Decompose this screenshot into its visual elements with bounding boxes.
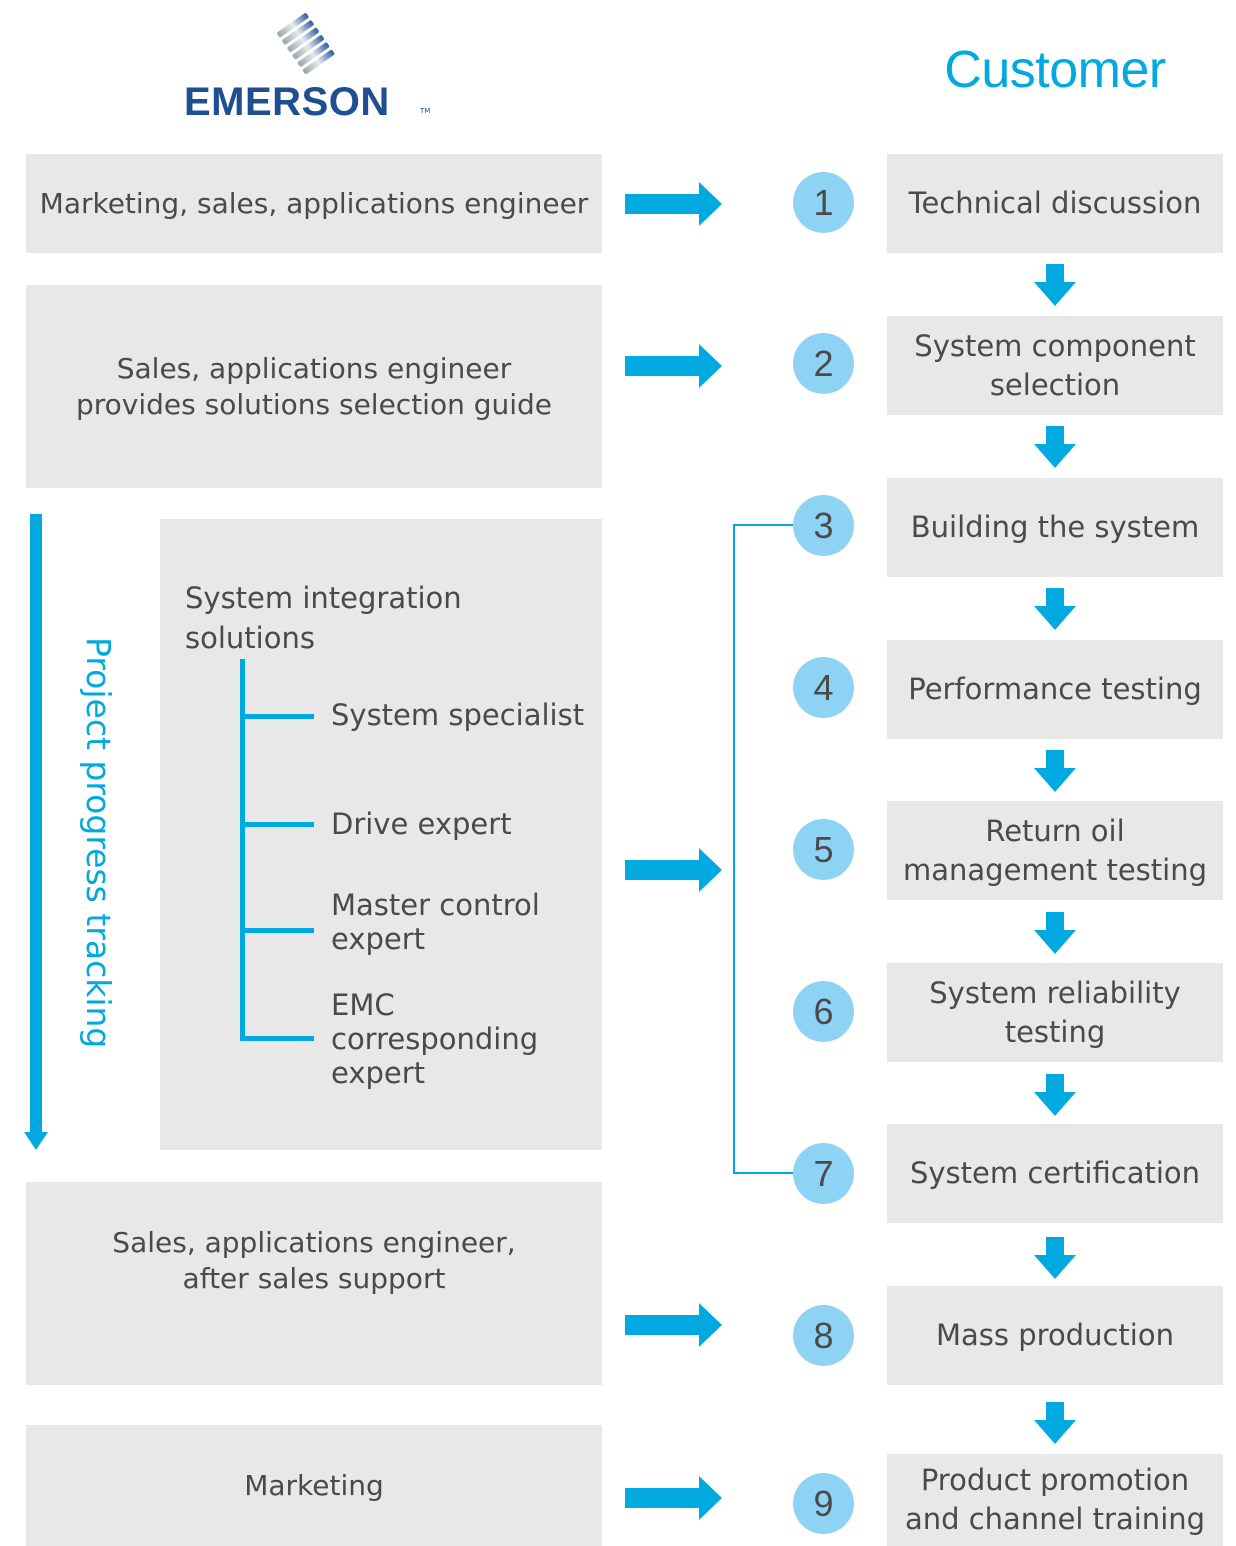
- step-label-line: Product promotion: [920, 1463, 1190, 1497]
- step-label-line: management testing: [902, 852, 1208, 887]
- step-number-badge: 8: [793, 1305, 854, 1366]
- step-label-line: selection: [989, 367, 1121, 402]
- after-sales-line-2: after sales support: [182, 1261, 446, 1295]
- step-number-badge: 6: [793, 981, 854, 1042]
- marketing-sales-label: Marketing, sales, applications engineer: [39, 186, 589, 220]
- step-label-line: Building the system: [910, 510, 1200, 544]
- emerson-logo: EMERSON TM: [184, 8, 434, 124]
- step-label-line: and channel training: [904, 1502, 1206, 1536]
- marketing-box: Marketing: [26, 1425, 602, 1546]
- step-box: Product promotion and channel training: [887, 1454, 1223, 1546]
- right-arrow-icon: [625, 1303, 722, 1347]
- down-arrow-icon: [1034, 912, 1076, 954]
- step-number-badge: 7: [793, 1143, 854, 1204]
- system-integration-title: System integration solutions: [185, 581, 462, 655]
- down-arrow-icon: [1034, 750, 1076, 792]
- step-label-line: Return oil: [985, 813, 1125, 848]
- step-box: Return oil management testing: [887, 801, 1223, 900]
- down-arrow-icon: [1034, 588, 1076, 630]
- solutions-guide-box: Sales, applications engineer provides so…: [26, 285, 602, 488]
- step-box: Building the system: [887, 478, 1223, 577]
- expert-line: expert: [331, 1056, 426, 1090]
- step-box: Performance testing: [887, 640, 1223, 739]
- right-arrow-icon: [625, 182, 722, 226]
- right-arrow-icon: [625, 344, 722, 388]
- right-arrow-icon: [625, 848, 722, 892]
- expert-line: expert: [331, 922, 426, 956]
- solutions-guide-line-1: Sales, applications engineer: [116, 351, 512, 385]
- expert-system-specialist: System specialist: [331, 698, 591, 732]
- step-label-line: Mass production: [936, 1318, 1174, 1352]
- step-label-line: System component: [914, 328, 1196, 363]
- steps-bracket-top: [733, 524, 797, 526]
- marketing-label: Marketing: [244, 1468, 384, 1502]
- expert-tree-trunk: [240, 659, 245, 1041]
- step-box: System certification: [887, 1124, 1223, 1223]
- down-arrow-icon: [1034, 1237, 1076, 1279]
- step-number-badge: 9: [793, 1473, 854, 1534]
- marketing-sales-box: Marketing, sales, applications engineer: [26, 154, 602, 253]
- progress-arrow-head-icon: [24, 1132, 48, 1150]
- after-sales-line-1: Sales, applications engineer,: [112, 1225, 516, 1259]
- expert-drive: Drive expert: [331, 807, 591, 841]
- step-number-badge: 5: [793, 819, 854, 880]
- step-number-badge: 4: [793, 657, 854, 718]
- trademark-mark: TM: [420, 107, 431, 115]
- down-arrow-icon: [1034, 264, 1076, 306]
- emerson-wordmark: EMERSON: [184, 80, 390, 124]
- progress-tracking-label: Project progress tracking: [79, 637, 118, 1049]
- expert-tree-branch: [240, 928, 314, 933]
- system-integration-box: [160, 519, 602, 1150]
- expert-master-control: Master control expert: [331, 888, 591, 956]
- expert-emc: EMC corresponding expert: [331, 988, 591, 1090]
- step-box: System reliability testing: [887, 963, 1223, 1062]
- step-box: System component selection: [887, 316, 1223, 415]
- step-label-line: testing: [1004, 1014, 1106, 1049]
- right-arrow-icon: [625, 1476, 722, 1520]
- down-arrow-icon: [1034, 1402, 1076, 1444]
- down-arrow-icon: [1034, 426, 1076, 468]
- steps-bracket: [733, 524, 735, 1174]
- step-box: Technical discussion: [887, 154, 1223, 253]
- step-label-line: Technical discussion: [908, 186, 1202, 220]
- expert-line: Master control: [331, 888, 540, 922]
- expert-line: Drive expert: [331, 807, 512, 841]
- expert-tree-branch: [240, 1036, 314, 1041]
- step-number-badge: 2: [793, 333, 854, 394]
- step-number-badge: 3: [793, 495, 854, 556]
- customer-heading: Customer: [944, 41, 1166, 99]
- solutions-guide-line-2: provides solutions selection guide: [75, 387, 553, 421]
- expert-line: System specialist: [331, 698, 585, 732]
- expert-line: corresponding: [331, 1022, 539, 1056]
- after-sales-box: Sales, applications engineer, after sale…: [26, 1182, 602, 1385]
- progress-tracking-line: [30, 514, 42, 1136]
- step-label-line: System certification: [909, 1156, 1201, 1190]
- step-box: Mass production: [887, 1286, 1223, 1385]
- emerson-logo-mark-icon: [277, 13, 335, 75]
- expert-tree-branch: [240, 714, 314, 719]
- step-label-line: System reliability: [929, 975, 1181, 1010]
- steps-bracket-bottom: [733, 1172, 797, 1174]
- expert-tree-branch: [240, 822, 314, 827]
- expert-line: EMC: [331, 988, 395, 1022]
- down-arrow-icon: [1034, 1074, 1076, 1116]
- step-number-badge: 1: [793, 172, 854, 233]
- step-label-line: Performance testing: [908, 672, 1202, 706]
